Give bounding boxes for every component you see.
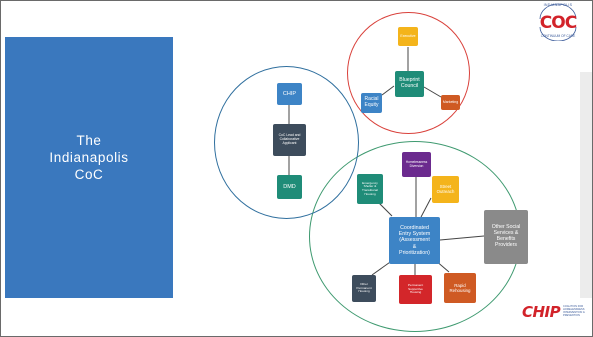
- node-street-outreach: Street Outreach: [432, 176, 459, 203]
- chip-logo-text: CHIP: [522, 303, 561, 321]
- node-rapid-rehousing: Rapid Rehousing: [444, 273, 476, 303]
- coc-logo-text: COC: [539, 13, 577, 33]
- node-coordinated-entry: Coordinated Entry System (Assessment & P…: [389, 217, 440, 264]
- council-circle: [347, 12, 470, 134]
- node-executive: Executive: [398, 27, 418, 46]
- node-dmd: DMD: [277, 175, 302, 199]
- chip-logo-tagline: COALITION FOR HOMELESSNESS INTERVENTION …: [563, 305, 585, 317]
- node-homelessness-diversion: Homelessness Diversion: [402, 152, 431, 177]
- coc-logo: INDIANAPOLIS COC CONTINUUM OF CARE: [533, 3, 583, 42]
- node-other-social-services: Other Social Services & Benefits Provide…: [484, 210, 528, 264]
- coc-logo-arc-bottom: CONTINUUM OF CARE: [540, 34, 576, 38]
- node-coc-lead: CoC Lead and Collaborative Applicant: [273, 124, 306, 156]
- node-emergency-shelter: Emergency Shelter & Transitional Housing: [357, 174, 383, 204]
- chip-logo: CHIP COALITION FOR HOMELESSNESS INTERVEN…: [522, 302, 588, 322]
- node-marketing: Marketing: [441, 95, 460, 110]
- side-gray-bar: [580, 72, 592, 298]
- slide-title: The Indianapolis CoC: [49, 133, 129, 182]
- coc-logo-arc-top: INDIANAPOLIS: [543, 3, 573, 7]
- node-chip: CHIP: [277, 83, 302, 105]
- node-other-permanent-housing: Other Permanent Housing: [352, 275, 376, 302]
- title-panel: The Indianapolis CoC: [5, 37, 173, 298]
- chip-circle: [214, 66, 359, 219]
- node-racial-equity: Racial Equity: [361, 93, 382, 113]
- node-blueprint-council: Blueprint Council: [395, 71, 424, 97]
- node-permanent-supportive-housing: Permanent Supportive Housing: [399, 275, 432, 304]
